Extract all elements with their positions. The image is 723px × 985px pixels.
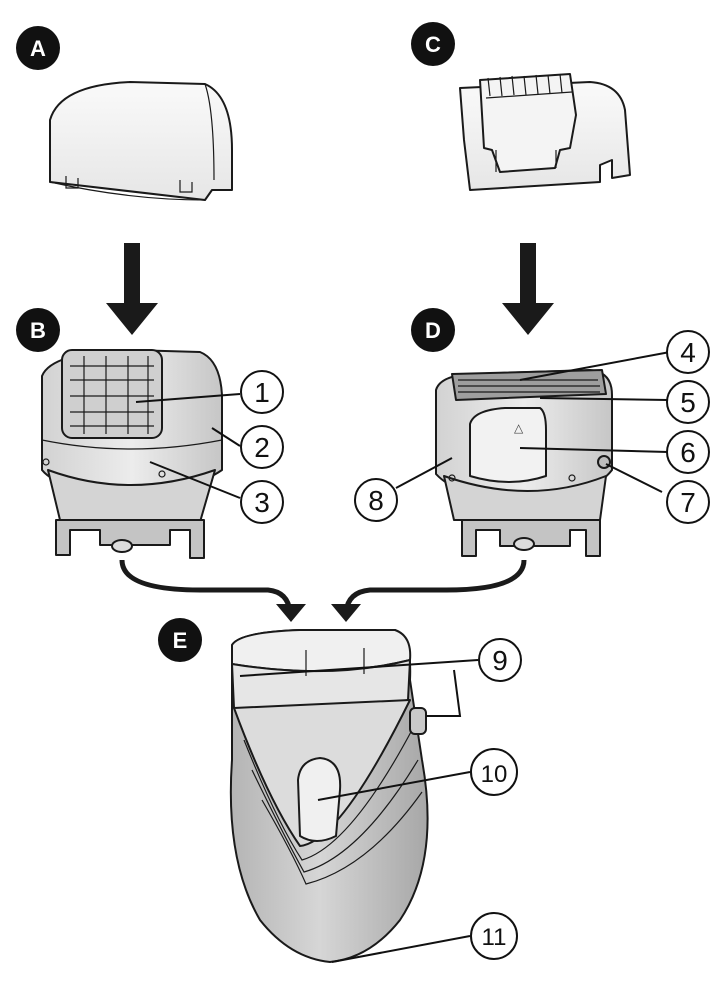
svg-text:5: 5 — [680, 387, 696, 418]
callout-4: 4 — [666, 330, 710, 374]
leader-7 — [605, 463, 663, 493]
callout-3: 3 — [240, 480, 284, 524]
svg-text:3: 3 — [254, 487, 270, 518]
svg-text:8: 8 — [368, 485, 384, 516]
callout-1: 1 — [240, 370, 284, 414]
leader-8 — [395, 457, 453, 489]
leader-6 — [519, 447, 669, 453]
arrow-c-to-d — [502, 243, 554, 335]
badge-a: A — [16, 26, 60, 70]
leader-11 — [331, 935, 471, 963]
leader-5 — [539, 397, 669, 401]
leader-1 — [135, 393, 241, 403]
arrow-a-to-b — [106, 243, 158, 335]
svg-text:11: 11 — [482, 924, 507, 951]
svg-text:4: 4 — [680, 337, 696, 368]
svg-text:7: 7 — [680, 487, 696, 518]
leader-9b — [426, 669, 462, 717]
leader-3 — [149, 461, 241, 499]
svg-text:9: 9 — [492, 645, 508, 676]
leader-4 — [519, 351, 671, 381]
shaver-head-d-illustration: △ — [435, 369, 613, 557]
callout-8: 8 — [354, 478, 398, 522]
callout-11: 11 — [470, 912, 518, 960]
badge-b: B — [16, 308, 60, 352]
svg-text:E: E — [173, 628, 188, 653]
svg-text:A: A — [30, 36, 46, 61]
leader-10 — [317, 771, 471, 801]
callout-7: 7 — [666, 480, 710, 524]
comb-cap-c-illustration — [459, 73, 631, 191]
badge-d: D — [411, 308, 455, 352]
callout-9: 9 — [478, 638, 522, 682]
leader-9a — [239, 659, 479, 677]
callout-6: 6 — [666, 430, 710, 474]
svg-text:6: 6 — [680, 437, 696, 468]
callout-2: 2 — [240, 425, 284, 469]
arrow-b-to-e — [119, 559, 306, 622]
badge-c: C — [411, 22, 455, 66]
badge-e: E — [158, 618, 202, 662]
callout-10: 10 — [470, 748, 518, 796]
callout-5: 5 — [666, 380, 710, 424]
main-body-e-illustration — [229, 629, 429, 963]
svg-text:B: B — [30, 318, 46, 343]
svg-text:△: △ — [514, 421, 524, 435]
svg-text:D: D — [425, 318, 441, 343]
svg-text:C: C — [425, 32, 441, 57]
arrow-d-to-e — [331, 559, 527, 622]
svg-text:2: 2 — [254, 432, 270, 463]
epilator-head-b-illustration — [41, 349, 223, 559]
svg-text:1: 1 — [254, 377, 270, 408]
leader-2 — [211, 427, 241, 447]
svg-text:10: 10 — [481, 761, 508, 788]
cap-a-illustration — [49, 81, 233, 201]
